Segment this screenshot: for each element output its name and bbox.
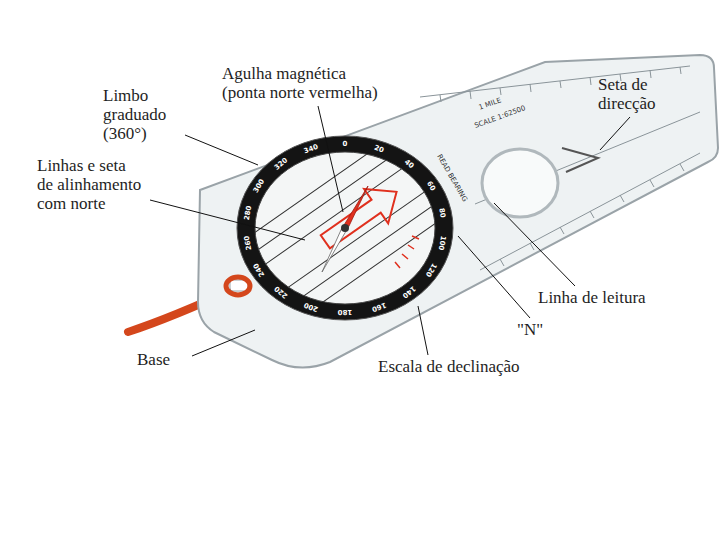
callout-label: Base bbox=[137, 350, 170, 369]
magnifier bbox=[482, 149, 558, 217]
base-plate bbox=[198, 55, 718, 368]
graduated-ring bbox=[237, 136, 453, 320]
leader-line bbox=[494, 203, 575, 286]
orienting-lines bbox=[245, 138, 444, 318]
meridian-lines bbox=[245, 138, 444, 318]
orienting-arrow bbox=[313, 175, 408, 259]
dial-number: 260 bbox=[242, 235, 252, 251]
callout-label: Agulha magnética (ponta norte vermelha) bbox=[222, 64, 387, 102]
leader-line bbox=[150, 200, 305, 240]
leader-line bbox=[185, 135, 258, 165]
leader-line bbox=[458, 236, 530, 318]
dial-number: 0 bbox=[343, 140, 348, 148]
dial-number: 180 bbox=[338, 308, 353, 316]
needle-north bbox=[341, 186, 368, 230]
callout-label: Linhas e seta de alinhamento com norte bbox=[37, 156, 145, 213]
lanyard-loop bbox=[226, 277, 250, 295]
leader-lines bbox=[150, 106, 630, 356]
dial-capsule bbox=[255, 152, 435, 304]
callout-label: Linha de leitura bbox=[538, 288, 646, 307]
needle-south bbox=[322, 226, 349, 272]
callout-label: Seta de direcção bbox=[598, 75, 688, 113]
leader-line bbox=[418, 306, 428, 355]
needle-pivot bbox=[341, 224, 349, 232]
callout-label: Limbo graduado (360°) bbox=[103, 86, 191, 143]
direction-arrow bbox=[562, 148, 598, 172]
callout-label: "N" bbox=[517, 320, 543, 339]
declination-scale bbox=[395, 236, 419, 268]
callout-label: Escala de declinação bbox=[378, 357, 520, 376]
leader-line bbox=[318, 106, 343, 212]
leader-line bbox=[600, 117, 630, 150]
leader-line bbox=[192, 330, 255, 356]
